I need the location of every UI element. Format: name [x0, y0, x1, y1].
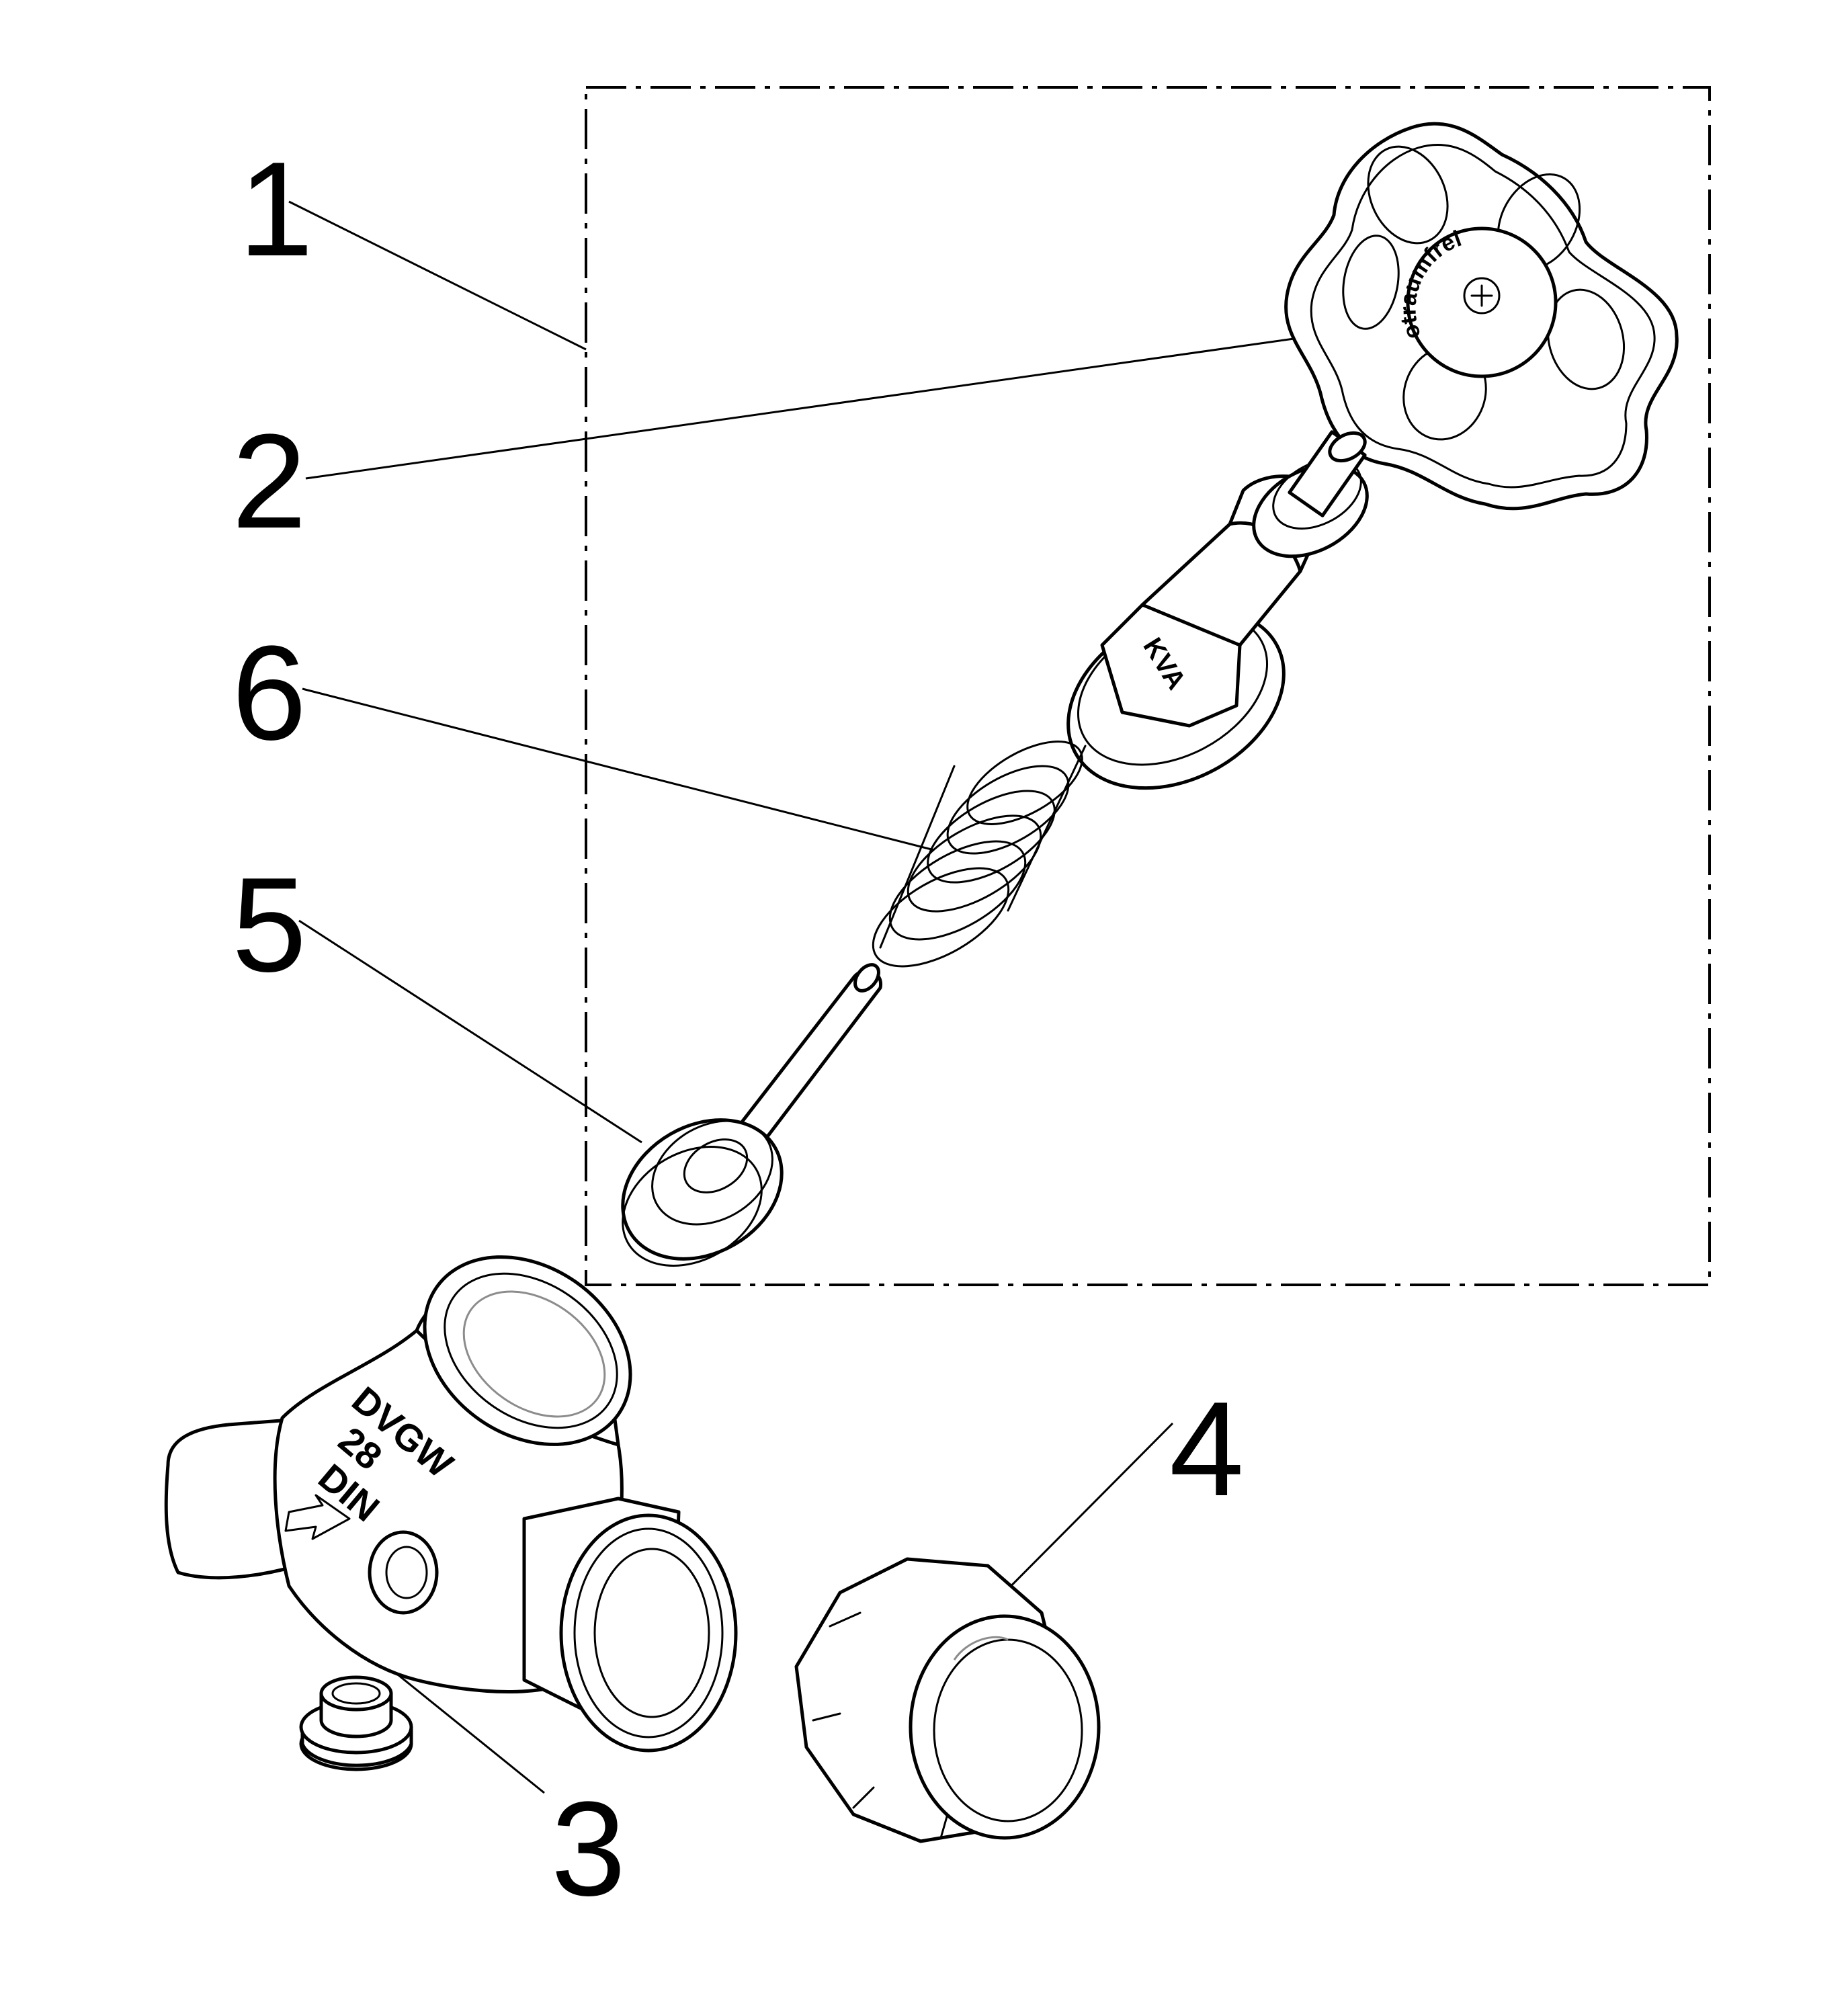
leader-6: [302, 687, 935, 851]
flow-arrow-icon: [284, 1494, 351, 1540]
leader-2: [305, 329, 1351, 480]
tailpiece-shading: [953, 1636, 1009, 1661]
bonnet-assembly: KVA: [1066, 430, 1369, 790]
tailpiece-outer: [909, 1614, 1101, 1840]
callout-2: 2: [232, 407, 306, 556]
disc-hub: [683, 1138, 749, 1193]
outlet-bore: [593, 1548, 710, 1718]
spoke-window-5: [1342, 235, 1400, 330]
drain-plug: [299, 1675, 413, 1771]
callout-4: 4: [1169, 1374, 1244, 1524]
spring-coil-5: [888, 840, 1027, 941]
plug-top: [319, 1675, 393, 1712]
stem-tip: [853, 963, 880, 993]
handwheel-screw: [1463, 277, 1501, 314]
spring-coil-2: [946, 765, 1070, 855]
spring-side-left: [879, 765, 956, 949]
disc-front: [622, 1146, 763, 1267]
bonnet-port-inner: [444, 1272, 618, 1429]
gland-nut-top: [1272, 458, 1362, 530]
callout-1: 1: [239, 134, 313, 284]
valve-disc-stem: [621, 963, 882, 1267]
union-hex-edge: [812, 1611, 949, 1839]
drain-boss-inner: [385, 1546, 428, 1599]
spring-side-right: [1007, 745, 1087, 912]
valve-body: DVGW 28 DIN: [164, 1255, 738, 1753]
spoke-window-1: [1367, 145, 1449, 245]
union-nut: [794, 1557, 1101, 1843]
spindle-tip: [1328, 431, 1367, 463]
callout-3: 3: [551, 1774, 626, 1924]
spoke-window-3: [1546, 288, 1626, 390]
spring: [872, 741, 1087, 968]
outlet-thread-mid: [573, 1527, 724, 1738]
bonnet-port-bore: [462, 1290, 606, 1418]
handwheel: otraumfrei: [1284, 122, 1679, 511]
callout-labels: 1 2 6 5 4 3: [232, 134, 1244, 1924]
spring-coil-6: [872, 867, 1010, 968]
callout-6: 6: [232, 618, 306, 768]
callout-5: 5: [232, 850, 306, 1000]
plug-top-inner: [331, 1682, 381, 1705]
disc-seal: [651, 1120, 773, 1226]
spring-coil-1: [966, 741, 1083, 825]
handwheel-rim: [1310, 144, 1656, 489]
leader-1: [288, 200, 587, 351]
spring-coil-3: [927, 790, 1056, 884]
leader-5: [298, 919, 642, 1144]
spring-coil-4: [907, 814, 1042, 913]
